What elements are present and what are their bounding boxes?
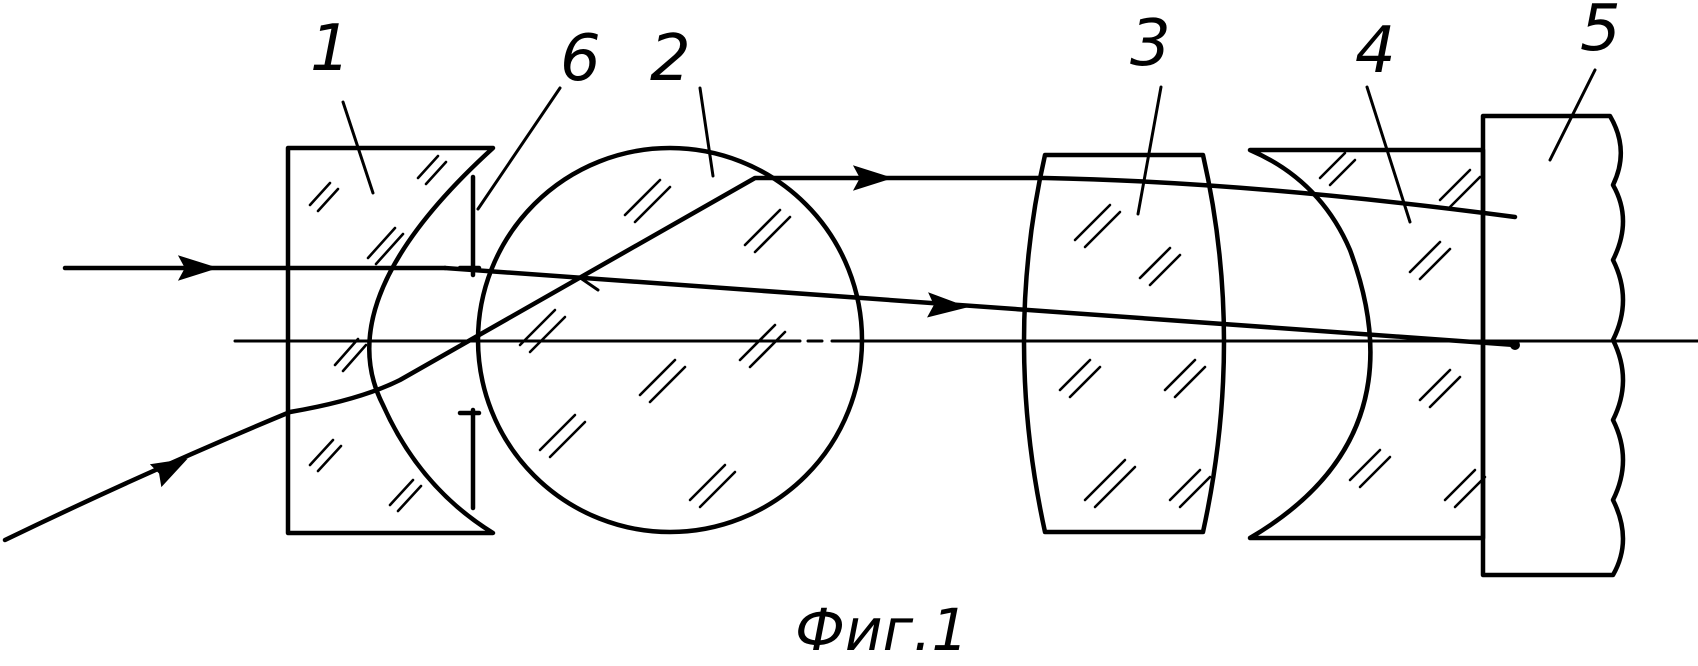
label-6: 6 bbox=[560, 22, 601, 96]
ray-oblique bbox=[5, 178, 1515, 540]
label-3: 3 bbox=[1130, 7, 1171, 81]
leader-lines bbox=[343, 70, 1595, 222]
label-2: 2 bbox=[650, 22, 691, 96]
label-4: 4 bbox=[1355, 14, 1396, 88]
ray-arrowheads bbox=[152, 167, 965, 485]
label-1: 1 bbox=[310, 12, 351, 86]
figure-caption: Фиг.1 bbox=[795, 596, 968, 664]
label-5: 5 bbox=[1580, 0, 1621, 66]
ray-upper-through-system bbox=[445, 268, 1515, 345]
